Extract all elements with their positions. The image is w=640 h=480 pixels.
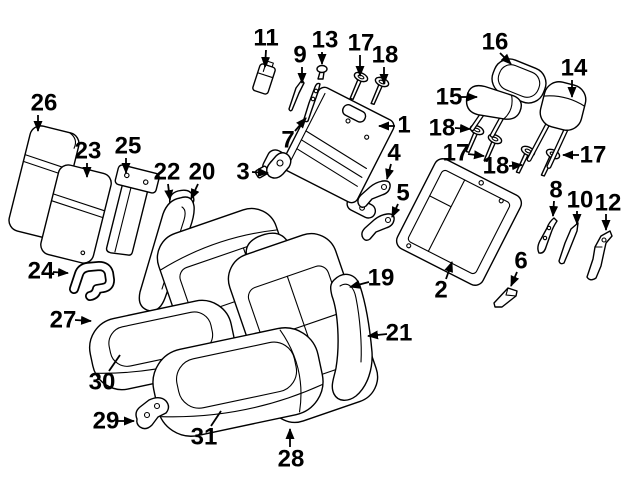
callout-label-18-26: 18: [483, 153, 510, 180]
part-13-grommet: [316, 64, 328, 80]
callout-label-26-0: 26: [31, 90, 58, 117]
callout-label-11-11: 11: [253, 25, 278, 52]
callout-leader-5-20: [391, 203, 401, 218]
part-9-strip: [288, 79, 305, 112]
callout-label-9-13: 9: [293, 42, 306, 69]
callout-leader-11-11: [261, 49, 271, 68]
callout-leader-19-33: [349, 280, 370, 289]
callout-leader-18-26: [508, 161, 523, 171]
part-24-handle-bracket: [69, 261, 115, 301]
callout-label-22-3: 22: [154, 159, 181, 186]
callout-leader-24-5: [52, 267, 69, 277]
callout-label-16-21: 16: [482, 29, 509, 56]
callout-label-6-29: 6: [514, 248, 527, 275]
callout-label-18-15: 18: [372, 42, 399, 69]
part-8-side-strip: [537, 217, 558, 254]
callout-label-29-8: 29: [93, 408, 120, 435]
part-6-wedge: [493, 287, 518, 308]
callout-label-23-1: 23: [75, 138, 102, 165]
part-19-21-right-bolster: [329, 273, 373, 401]
callout-label-25-2: 25: [115, 133, 142, 160]
callout-label-17-14: 17: [348, 30, 375, 57]
part-16-headrest-pad: [491, 58, 547, 104]
callout-label-12-32: 12: [595, 190, 622, 217]
callout-label-19-33: 19: [368, 265, 395, 292]
callout-label-28-10: 28: [278, 446, 305, 473]
callout-label-30-7: 30: [89, 369, 116, 396]
callout-leader-22-3: [164, 183, 174, 201]
part-10-side-strip: [558, 222, 579, 265]
part-29-latch-bracket: [135, 397, 170, 430]
part-2-seatback-panel: [395, 158, 523, 286]
callout-leader-20-4: [190, 183, 200, 200]
callout-label-10-31: 10: [567, 187, 594, 214]
callout-label-17-25: 17: [443, 140, 470, 167]
callout-leader-31-9: [210, 410, 222, 427]
callout-leader-7-16: [294, 117, 307, 132]
part-11-clip: [252, 60, 276, 95]
callout-label-31-9: 31: [191, 424, 218, 451]
callout-leader-21-34: [367, 330, 388, 340]
callout-label-13-12: 13: [312, 27, 339, 54]
callout-label-21-34: 21: [386, 320, 413, 347]
callout-leader-16-21: [499, 52, 512, 65]
part-15-headrest: [465, 84, 522, 138]
callout-leader-27-6: [74, 315, 92, 325]
callout-leader-2-28: [444, 261, 453, 280]
callout-label-14-22: 14: [561, 55, 588, 82]
callout-label-27-6: 27: [50, 307, 77, 334]
callout-leader-17-25: [467, 150, 485, 160]
callout-label-20-4: 20: [189, 159, 216, 186]
callout-leader-6-29: [510, 271, 520, 287]
callout-leader-3-18: [251, 167, 269, 177]
callout-label-7-16: 7: [281, 127, 294, 154]
callout-leader-18-24: [454, 123, 471, 133]
callout-label-15-23: 15: [436, 84, 463, 111]
part-12-side-bracket: [586, 230, 613, 281]
callout-label-4-19: 4: [387, 140, 401, 167]
callout-label-17-27: 17: [580, 142, 607, 169]
callout-label-5-20: 5: [396, 180, 409, 207]
screw-18-top: [365, 74, 391, 108]
callout-label-24-5: 24: [28, 258, 55, 285]
callout-label-1-17: 1: [397, 112, 410, 139]
callout-leader-4-19: [385, 163, 394, 180]
screw-17-top: [344, 69, 370, 103]
callout-label-8-30: 8: [549, 177, 562, 204]
callout-label-18-24: 18: [429, 115, 456, 142]
callout-leader-8-30: [549, 200, 559, 217]
callout-label-2-28: 2: [434, 277, 447, 304]
callout-leader-30-7: [108, 354, 121, 372]
callout-label-3-18: 3: [236, 159, 249, 186]
